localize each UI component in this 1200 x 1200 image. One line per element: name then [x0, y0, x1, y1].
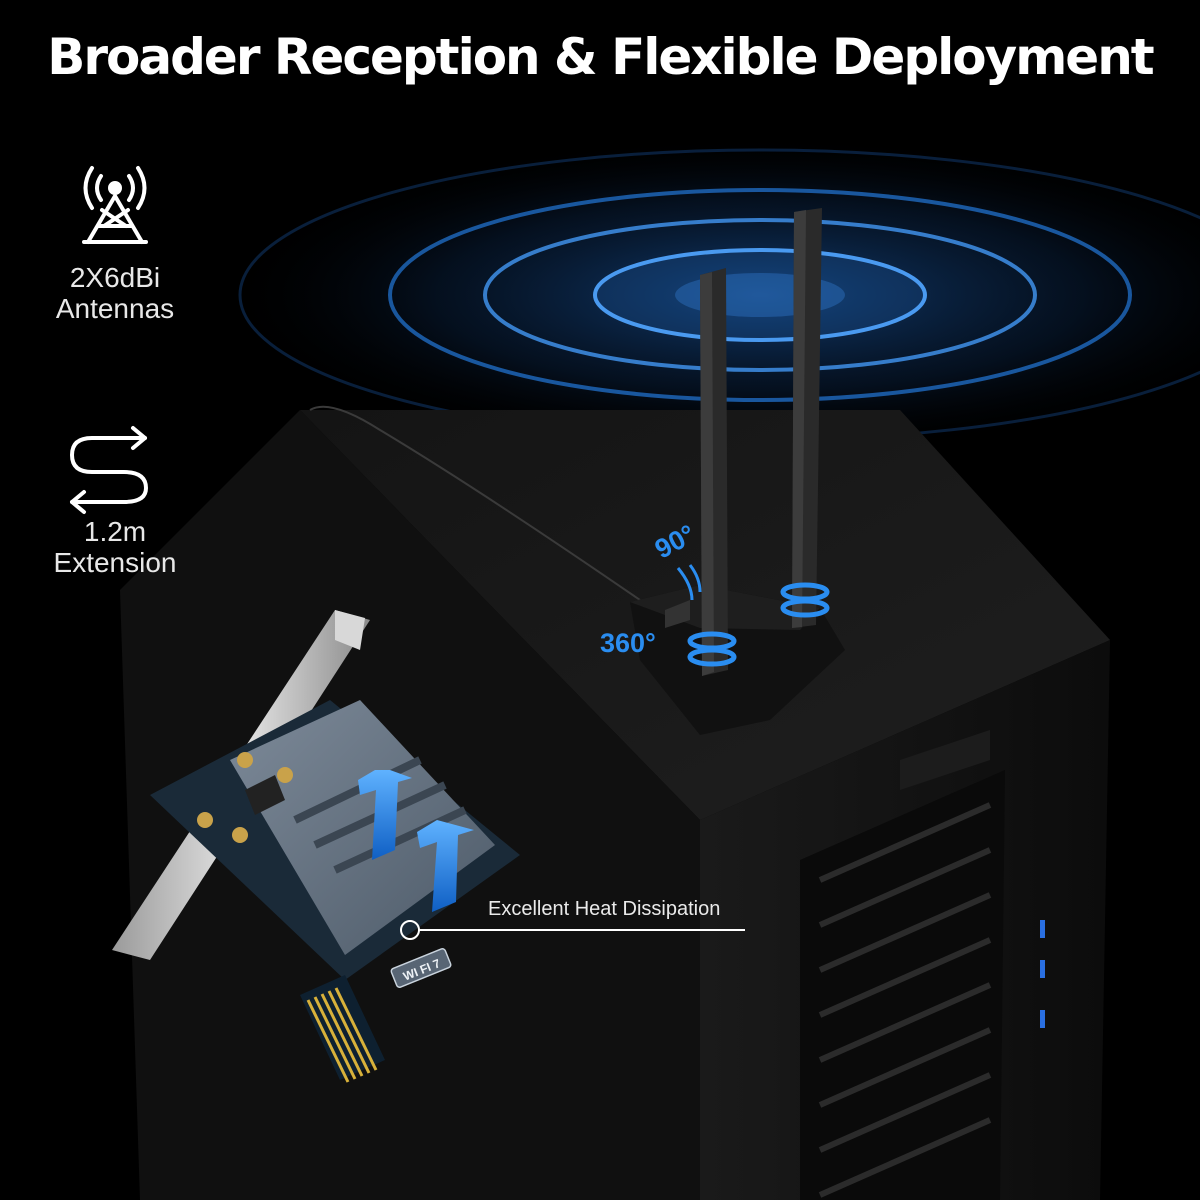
feature-extension: 1.2m Extension: [20, 516, 210, 578]
feature-extension-spec: 1.2m: [83, 516, 147, 547]
feature-antennas-name: Antennas: [55, 293, 175, 324]
feature-antennas: 2X6dBi Antennas: [20, 262, 210, 324]
antenna-connectors: [197, 752, 293, 843]
wifi7-badge: [390, 948, 452, 988]
page-title: Broader Reception & Flexible Deployment: [47, 28, 1154, 86]
feature-extension-name: Extension: [53, 547, 177, 578]
antenna-left: [700, 268, 728, 676]
antenna-cable: [309, 405, 641, 601]
case-vent-grille: [818, 802, 992, 1198]
cable-extension-icon: [70, 426, 148, 514]
feature-antennas-spec: 2X6dBi: [69, 262, 161, 293]
heat-callout: [400, 920, 745, 940]
heat-dissipation-label: Excellent Heat Dissipation: [488, 898, 721, 920]
pcie-card: WI FI 7: [112, 610, 520, 1083]
rotation-rings: [687, 582, 830, 667]
heat-arrow-icon: [358, 770, 412, 860]
antenna-right: [792, 208, 822, 628]
antenna-tower-icon: [82, 166, 148, 244]
tilt-indicator: [676, 564, 702, 601]
gold-contacts: [300, 975, 385, 1083]
heat-arrows: [358, 770, 474, 912]
case-front-leds: [1040, 920, 1045, 1028]
heat-arrow-icon: [417, 820, 474, 912]
rotation-label: 360°: [600, 628, 656, 658]
